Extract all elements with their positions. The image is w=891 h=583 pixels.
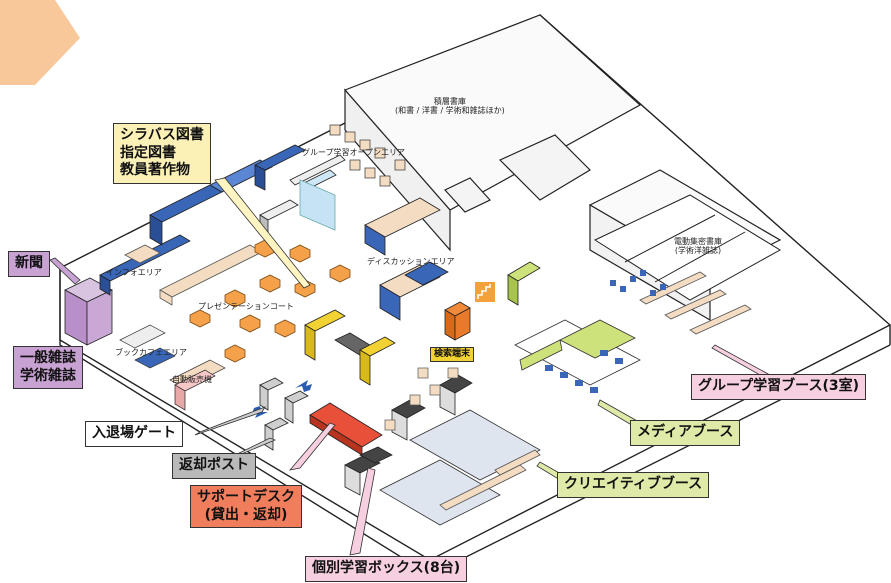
stairs-icon (475, 282, 495, 302)
magazines-line-1: 一般雑誌 (20, 350, 76, 366)
media-booth-desks (545, 350, 623, 393)
group-booth-label: グループ学習ブース(3室) (691, 374, 866, 400)
group-booth-chairs (610, 270, 666, 296)
media-booth-label: メディアブース (630, 420, 741, 446)
group-open-chairs (329, 124, 406, 187)
dense-stacks-label: 電動集密書庫 (学術洋雑誌) (674, 237, 722, 255)
syllabus-line-1: シラバス図書 (120, 127, 204, 143)
green-shelf (507, 261, 541, 306)
info-area-desks (124, 244, 263, 306)
creative-booth-area (379, 409, 541, 526)
magazines-line-2: 学術雑誌 (20, 367, 76, 384)
support-desk-counter (309, 402, 383, 456)
media-booth-area (514, 319, 641, 386)
info-label: インフォエリア (106, 268, 162, 277)
study-box-label: 個別学習ボックス(8台) (305, 556, 468, 582)
lockers (444, 301, 471, 341)
presentation-shelves (304, 309, 396, 386)
syllabus-line-3: 教員著作物 (120, 162, 190, 178)
support-desk-line-1: サポートデスク (197, 489, 295, 505)
leader-lines (214, 177, 311, 289)
discussion-area (364, 197, 449, 321)
creative-booth-label: クリエイティブブース (557, 472, 710, 498)
stacks-title: 積層書庫 (433, 97, 466, 106)
search-terminals (384, 367, 459, 431)
support-desk-line-2: (貸出・返却) (204, 506, 288, 523)
dense-stacks-subtitle: (学術洋雑誌) (674, 246, 722, 256)
group-booth-rooms (593, 194, 781, 301)
newspaper-label: 新聞 (8, 251, 50, 277)
discussion-label: ディスカッションエリア (367, 257, 455, 266)
stacks-subtitle: (和書 / 洋書 / 学術和雑誌ほか) (395, 106, 505, 116)
magazines-label: 一般雑誌 学術雑誌 (13, 346, 83, 389)
syllabus-line-2: 指定図書 (120, 144, 176, 161)
study-boxes (344, 374, 473, 496)
stacks-label: 積層書庫 (和書 / 洋書 / 学術和雑誌ほか) (395, 97, 505, 115)
gate-structures (259, 377, 309, 451)
glass-partition (299, 179, 336, 231)
search-terminal-label: 検索端末 (430, 347, 475, 363)
group-open-label: グループ学習オープンエリア (302, 148, 406, 157)
leader-lines-pink (288, 344, 771, 556)
return-post-label: 返却ポスト (172, 453, 256, 479)
presentation-label: プレゼンテーションコート (198, 302, 294, 311)
dense-stacks-title: 電動集密書庫 (674, 237, 722, 246)
book-cafe-label: ブックカフェエリア (115, 348, 187, 357)
corner-tab (0, 0, 80, 85)
gate-label: 入退場ゲート (85, 421, 183, 447)
support-desk-label: サポートデスク (貸出・返却) (190, 485, 302, 528)
vending-label: 自動販売機 (172, 375, 212, 384)
leader-lines-purple (49, 257, 81, 285)
vending-machines (174, 369, 216, 411)
creative-booth-tables (439, 449, 541, 511)
group-booth-tables (639, 271, 752, 335)
syllabus-label: シラバス図書 指定図書 教員著作物 (113, 123, 211, 184)
